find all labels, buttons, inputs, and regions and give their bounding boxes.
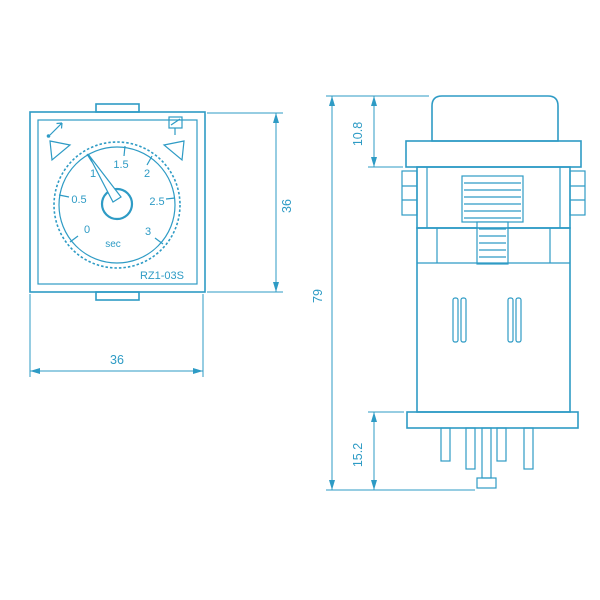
- dial-number-3: 3: [145, 226, 151, 238]
- dim-pin-length: 15.2: [351, 411, 404, 490]
- output-contact-icon: [168, 116, 183, 135]
- dial-knob: [100, 187, 134, 221]
- dial-number-1: 1: [90, 168, 96, 180]
- pin-1: [440, 427, 451, 462]
- dim-front-height-label: 36: [280, 199, 294, 213]
- front-view: 0 0.5 1 1.5 2 2.5 3 sec RZ1-03S: [29, 103, 206, 301]
- front-outer-frame: [29, 111, 206, 293]
- pin-center: [481, 427, 492, 479]
- flange: [405, 140, 582, 168]
- dial-unit-label: sec: [105, 239, 121, 250]
- push-button-cap: [431, 95, 559, 142]
- body-shoulder-lines: [417, 228, 570, 264]
- dim-total-height: 79: [311, 95, 475, 491]
- pin-center-foot: [476, 477, 497, 489]
- dial-face-circle: [58, 146, 176, 264]
- dim-cap-height-label: 10.8: [351, 122, 365, 146]
- mounting-latch-left: [401, 170, 418, 216]
- dimensions: 36 36 79 10.8 15.2: [29, 95, 475, 491]
- pin-2: [465, 427, 476, 470]
- dim-total-height-label: 79: [311, 289, 325, 303]
- connector-pins: [440, 427, 534, 489]
- pin-3: [496, 427, 507, 462]
- mounting-latch-right: [569, 170, 586, 216]
- dial-number-0_5: 0.5: [71, 194, 86, 206]
- front-inner-frame: [37, 119, 198, 285]
- pointer-wedge-left: [49, 140, 72, 162]
- vent-slots: [452, 297, 522, 343]
- side-view: [401, 95, 586, 489]
- dial-number-2: 2: [144, 168, 150, 180]
- dim-front-width: 36: [29, 294, 204, 377]
- front-top-tab: [95, 103, 140, 113]
- model-label: RZ1-03S: [140, 270, 184, 282]
- dial-scale-labels: 0 0.5 1 1.5 2 2.5 3 sec: [71, 159, 164, 250]
- dial-number-1_5: 1.5: [113, 159, 128, 171]
- dial-number-0: 0: [84, 224, 90, 236]
- dim-cap-height: 10.8: [351, 96, 403, 168]
- pointer-wedge-right: [162, 140, 185, 162]
- pin-4: [523, 427, 534, 470]
- dim-front-height: 36: [207, 112, 294, 293]
- dial-knurled-ring: [53, 141, 181, 269]
- neck-inner-walls: [426, 167, 561, 228]
- ribbed-plunger: [461, 175, 524, 223]
- ribbed-stem: [476, 221, 509, 265]
- base-plate: [406, 411, 579, 429]
- dim-pin-length-label: 15.2: [351, 443, 365, 467]
- start-arrow-icon: [46, 122, 63, 138]
- front-bottom-tab: [95, 291, 140, 301]
- dim-front-width-label: 36: [110, 353, 124, 367]
- dial-number-2_5: 2.5: [149, 196, 164, 208]
- dial-needle: [87, 153, 122, 203]
